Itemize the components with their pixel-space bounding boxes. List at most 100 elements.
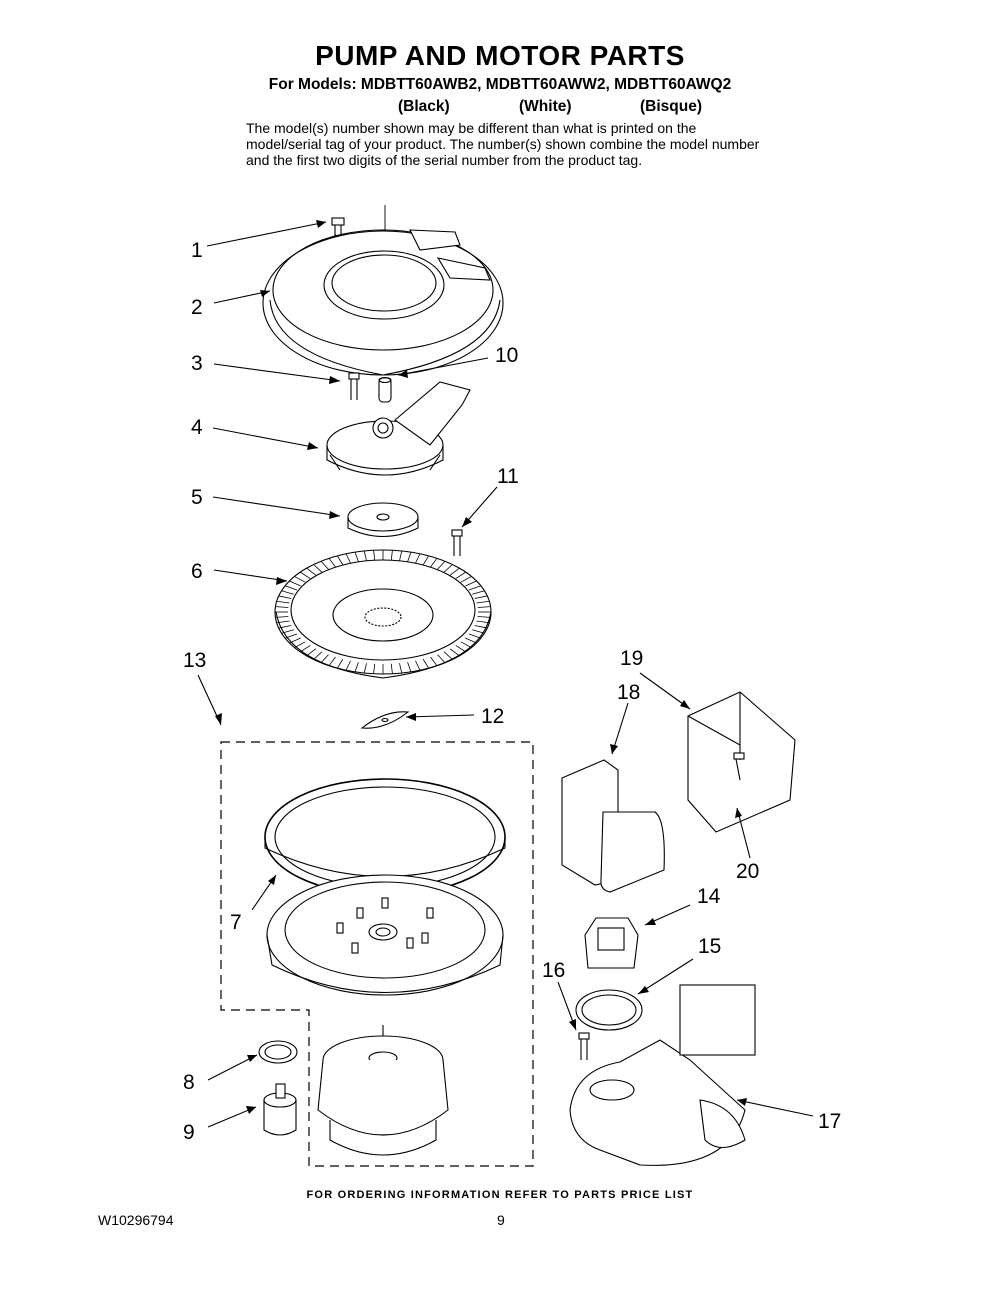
fin [284, 585, 298, 591]
color-black-label: (Black) [398, 98, 450, 115]
sump-post [336, 922, 344, 934]
color-white-label: (White) [519, 98, 572, 115]
callout-8: 8 [183, 1071, 195, 1094]
fin [276, 600, 290, 604]
fin [313, 651, 323, 660]
part-17-drain-pump [569, 984, 756, 1166]
fin [422, 555, 429, 566]
callout-10: 10 [495, 344, 518, 367]
fin [460, 576, 472, 583]
callout-15: 15 [698, 935, 721, 958]
sump-post [426, 907, 434, 919]
fin [275, 606, 289, 608]
fin [281, 629, 294, 634]
fin [363, 663, 367, 674]
fin [363, 550, 367, 561]
callout-9: 9 [183, 1121, 195, 1144]
fin [415, 660, 421, 671]
ordering-note: FOR ORDERING INFORMATION REFER TO PARTS … [306, 1189, 694, 1201]
fin [443, 564, 453, 573]
part-19-control-box [687, 691, 796, 833]
fin [300, 571, 311, 579]
part-12-seal [360, 711, 410, 729]
fin [275, 616, 289, 618]
part-14-filter-housing [584, 917, 639, 969]
fin [337, 555, 344, 566]
callout-4: 4 [191, 416, 203, 439]
color-bisque-label: (Bisque) [640, 98, 702, 115]
fin [313, 564, 323, 573]
fin [390, 550, 393, 561]
fin [278, 625, 292, 629]
fin [465, 580, 477, 587]
fin [407, 662, 412, 673]
part-18-bracket [561, 759, 665, 893]
fin [455, 645, 466, 653]
callout-7: 7 [230, 911, 242, 934]
fin [294, 576, 306, 583]
sump-post [381, 897, 389, 909]
fin [468, 633, 482, 639]
fin [354, 662, 359, 673]
fin [449, 648, 460, 657]
document-number: W10296794 [98, 1212, 174, 1228]
fin [289, 580, 301, 587]
fin [306, 567, 317, 576]
sump-post [351, 942, 359, 954]
part-20-screw [733, 752, 745, 781]
callout-5: 5 [191, 486, 203, 509]
callout-17: 17 [818, 1110, 841, 1133]
page-number: 9 [497, 1212, 505, 1228]
fin [437, 560, 446, 570]
fin [465, 637, 477, 644]
part-10-pin [378, 376, 392, 403]
part-15-o-ring [575, 989, 643, 1031]
fin [472, 629, 485, 634]
fin [422, 658, 429, 669]
fin [399, 663, 403, 674]
sump-post [421, 932, 429, 944]
part-2-cover [262, 229, 504, 376]
sump-post [356, 907, 364, 919]
callout-13: 13 [183, 649, 206, 672]
fin [373, 550, 376, 561]
callout-2: 2 [191, 296, 203, 319]
fin [443, 651, 453, 660]
part-3-screw [348, 372, 360, 400]
part-13-assembly-box [220, 741, 534, 1167]
part-4-pump-housing [326, 381, 471, 476]
part-16-screw [578, 1032, 590, 1060]
callout-6: 6 [191, 560, 203, 583]
part-9-sensor [263, 1083, 297, 1136]
fin [477, 616, 491, 618]
fin [320, 654, 329, 664]
fin [455, 571, 466, 579]
callout-14: 14 [697, 885, 721, 908]
part-7-sump [264, 778, 506, 996]
fin [472, 590, 485, 595]
fin [399, 550, 403, 561]
fin [468, 585, 482, 591]
fin [474, 595, 488, 599]
fin [449, 567, 460, 576]
part-11-screw [451, 529, 463, 556]
callout-20: 20 [736, 860, 759, 883]
fin [276, 620, 290, 624]
models-line: For Models: MDBTT60AWB2, MDBTT60AWW2, MD… [268, 76, 732, 93]
leader-arrowheads [215, 220, 747, 1114]
fin [354, 551, 359, 562]
fin [407, 551, 412, 562]
fin [430, 558, 438, 568]
fin [278, 595, 292, 599]
part-8-o-ring [258, 1040, 298, 1064]
part-5-impeller [347, 502, 419, 537]
fin [474, 625, 488, 629]
fin [284, 633, 298, 639]
model-disclaimer: The model(s) number shown may be differe… [246, 120, 760, 168]
fin [294, 641, 306, 648]
fin [476, 620, 490, 624]
callout-19: 19 [620, 647, 643, 670]
fin [437, 654, 446, 664]
fin [328, 558, 336, 568]
